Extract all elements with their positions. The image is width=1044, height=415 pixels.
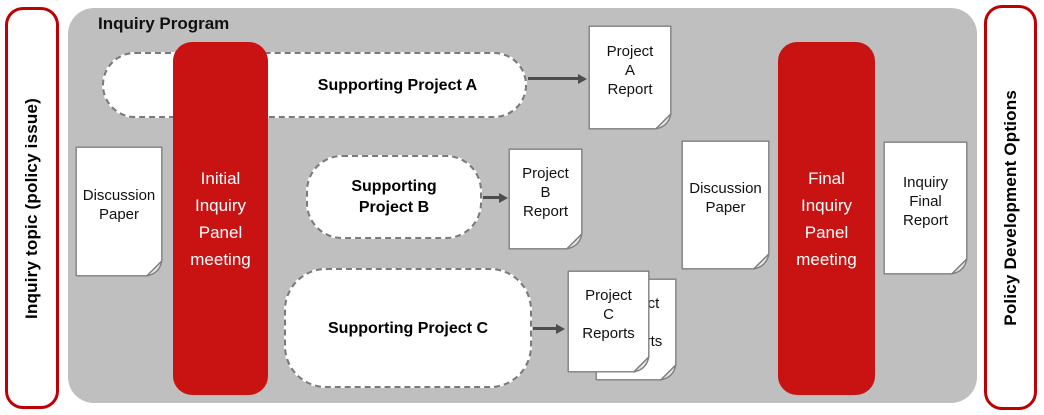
inquiry-topic-label: Inquiry topic (policy issue)	[22, 97, 41, 319]
document-page-shape	[567, 270, 650, 373]
project-a-report-label: Project A Report	[606, 43, 654, 98]
project-c-reports-label: Project C Reports	[582, 287, 635, 342]
supporting-project-c-label: Supporting Project C	[328, 319, 488, 337]
supporting-project-c-pill: Supporting Project C	[284, 268, 532, 388]
final-inquiry-panel-meeting-block: Final Inquiry Panel meeting	[778, 42, 875, 395]
supporting-project-b-label: Supporting Project B	[351, 178, 437, 216]
initial-inquiry-panel-meeting-block: Initial Inquiry Panel meeting	[173, 42, 268, 395]
inquiry-program-panel: Inquiry Program Supporting Project A Sup…	[68, 8, 977, 403]
arrow-project-b-to-report	[483, 196, 499, 199]
inquiry-final-report-label: Inquiry Final Report	[902, 173, 949, 229]
document-page-shape	[681, 140, 770, 270]
discussion-paper-2-document: Discussion Paper	[681, 140, 770, 270]
policy-development-options-bar: Policy Development Options	[984, 5, 1037, 410]
inquiry-final-report-document: Inquiry Final Report	[883, 141, 968, 275]
supporting-project-a-pill: Supporting Project A	[102, 52, 527, 118]
arrow-project-c-to-reports	[533, 327, 556, 330]
supporting-project-b-pill: Supporting Project B	[306, 155, 482, 239]
inquiry-topic-bar: Inquiry topic (policy issue)	[5, 7, 59, 409]
policy-development-options-label: Policy Development Options	[1000, 89, 1020, 326]
document-page-shape	[588, 25, 672, 130]
document-page-shape	[75, 146, 163, 277]
project-b-report-document: Project B Report	[508, 148, 583, 250]
document-page-shape	[508, 148, 583, 250]
project-c-reports-document-front: Project C Reports	[567, 270, 650, 373]
project-b-report-label: Project B Report	[522, 164, 569, 220]
panel-title: Inquiry Program	[98, 14, 230, 33]
discussion-paper-2-label: Discussion Paper	[689, 180, 762, 216]
document-page-shape	[883, 141, 968, 275]
discussion-paper-1-document: Discussion Paper	[75, 146, 163, 277]
discussion-paper-1-label: Discussion Paper	[82, 186, 156, 223]
project-a-report-document: Project A Report	[588, 25, 672, 130]
arrow-project-a-to-report	[528, 77, 578, 80]
supporting-project-a-label: Supporting Project A	[317, 76, 478, 94]
